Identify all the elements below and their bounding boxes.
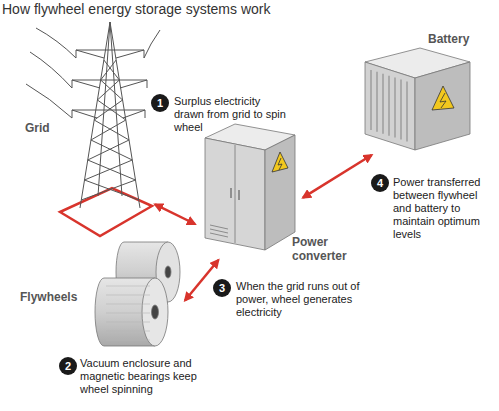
- converter-cabinet: [205, 124, 295, 250]
- battery-unit: Battery: [358, 50, 472, 152]
- node-label: Flywheels: [20, 290, 77, 304]
- callout-number: 4: [371, 174, 389, 192]
- flywheel-cylinders: [95, 242, 180, 346]
- node-label: Power converter: [292, 235, 354, 263]
- callout-number: 2: [59, 357, 77, 375]
- power-flow-arrow: [155, 204, 195, 224]
- grid-pylon: Grid: [55, 18, 152, 240]
- pylon: [26, 22, 160, 208]
- battery-box: [365, 48, 470, 150]
- callout-text: Power transferred between flywheel and b…: [393, 176, 493, 241]
- power-flow-arrow: [185, 260, 218, 301]
- node-label: Battery: [428, 32, 469, 46]
- power-converter: Power converter: [198, 125, 300, 257]
- node-label: Grid: [25, 121, 50, 135]
- power-flow-arrow: [303, 155, 372, 198]
- callout-number: 3: [213, 279, 231, 297]
- callout-text: When the grid runs out of power, wheel g…: [236, 280, 361, 319]
- callout-number: 1: [151, 94, 169, 112]
- diagram-title: How flywheel energy storage systems work: [2, 1, 270, 17]
- flywheel-unit: Flywheels: [88, 240, 182, 350]
- callout-text: Surplus electricity drawn from grid to s…: [174, 95, 286, 134]
- callout-text: Vacuum enclosure and magnetic bearings k…: [80, 357, 197, 396]
